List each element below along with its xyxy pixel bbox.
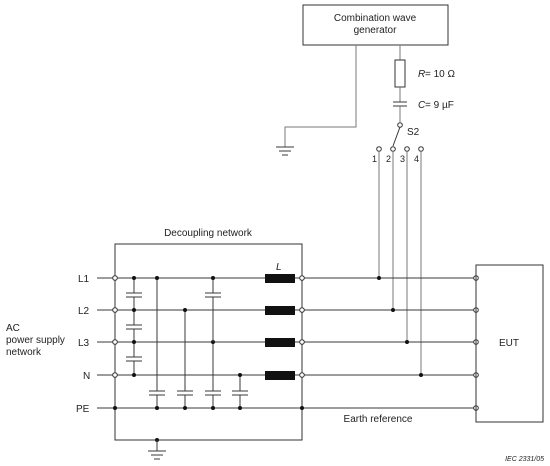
terminal-in-n xyxy=(112,372,118,378)
ac-supply-label-line1: AC xyxy=(6,323,20,334)
node-dot xyxy=(132,276,136,280)
inductor-n-icon xyxy=(265,371,295,380)
node-dot xyxy=(113,406,117,410)
terminal-out-l1 xyxy=(299,275,305,281)
capacitor-symbol: C xyxy=(418,100,426,111)
ground-icon-generator xyxy=(276,146,294,156)
terminal-out-n xyxy=(299,372,305,378)
terminal-in-l1 xyxy=(112,275,118,281)
node-dot xyxy=(132,340,136,344)
capacitor-l2-pe xyxy=(177,310,193,408)
earth-reference-label: Earth reference xyxy=(344,414,413,425)
switch-contact-4 xyxy=(418,146,424,152)
capacitor-icon xyxy=(393,101,407,107)
switch-position-4: 4 xyxy=(414,154,419,164)
switch-position-3: 3 xyxy=(400,154,405,164)
capacitor-value: = 9 µF xyxy=(425,100,454,111)
node-dot xyxy=(155,276,159,280)
capacitor-l1-pe xyxy=(149,278,165,408)
generator-return-wire xyxy=(284,45,357,147)
terminal-out-l2 xyxy=(299,307,305,313)
switch-contact-3 xyxy=(404,146,410,152)
coupling-node-l2 xyxy=(391,308,395,312)
line-label-l2: L2 xyxy=(78,306,90,317)
ac-supply-label-line3: network xyxy=(6,347,42,358)
eut-box xyxy=(475,264,544,423)
switch-position-1: 1 xyxy=(372,154,377,164)
node-dot xyxy=(238,406,242,410)
node-dot xyxy=(211,276,215,280)
node-dot xyxy=(155,406,159,410)
capacitor-l1-l3 xyxy=(205,278,221,342)
capacitor-n-pe xyxy=(232,375,248,408)
eut-label: EUT xyxy=(499,338,519,349)
terminal-in-l2 xyxy=(112,307,118,313)
inductor-label: L xyxy=(276,262,282,273)
figure-reference: IEC 2331/05 xyxy=(505,456,544,463)
coupling-node-n xyxy=(419,373,423,377)
resistor-icon xyxy=(394,59,406,88)
node-dot xyxy=(183,406,187,410)
capacitor-chain-left xyxy=(126,278,142,375)
capacitor-l3-pe xyxy=(205,342,221,408)
switch-label: S2 xyxy=(407,127,420,138)
node-dot xyxy=(132,373,136,377)
generator-label-line2: generator xyxy=(354,25,397,36)
inductor-l2-icon xyxy=(265,306,295,315)
switch-position-2: 2 xyxy=(386,154,391,164)
generator-box xyxy=(302,4,449,46)
line-label-pe: PE xyxy=(76,404,90,415)
node-dot xyxy=(238,373,242,377)
switch-contact-2 xyxy=(390,146,396,152)
line-label-l1: L1 xyxy=(78,274,90,285)
generator-label-line1: Combination wave xyxy=(334,13,417,24)
node-dot xyxy=(300,406,304,410)
terminal-in-l3 xyxy=(112,339,118,345)
terminal-out-l3 xyxy=(299,339,305,345)
resistor-value: = 10 Ω xyxy=(425,69,456,80)
line-label-l3: L3 xyxy=(78,338,90,349)
inductor-l1-icon xyxy=(265,274,295,283)
resistor-symbol: R xyxy=(418,69,425,80)
line-label-n: N xyxy=(83,371,90,382)
coupling-node-l3 xyxy=(405,340,409,344)
node-dot xyxy=(211,406,215,410)
ac-supply-label-line2: power supply xyxy=(6,335,65,346)
node-dot xyxy=(183,308,187,312)
switch-pivot xyxy=(397,122,403,128)
decoupling-network-title: Decoupling network xyxy=(164,228,253,239)
node-dot xyxy=(132,308,136,312)
coupling-node-l1 xyxy=(377,276,381,280)
switch-arm xyxy=(392,126,401,147)
ground-icon-decoupling xyxy=(148,450,166,460)
switch-contact-1 xyxy=(376,146,382,152)
inductor-l3-icon xyxy=(265,338,295,347)
